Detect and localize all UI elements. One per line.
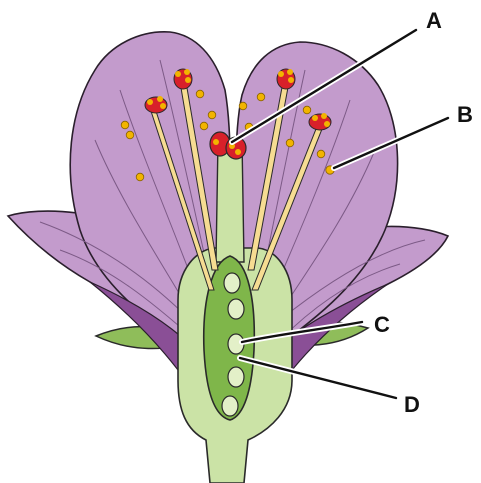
ovule xyxy=(228,299,244,319)
ovule xyxy=(228,367,244,387)
ovule xyxy=(222,396,238,416)
label-a: A xyxy=(426,8,442,33)
anther xyxy=(277,69,295,89)
label-d: D xyxy=(404,392,420,417)
label-c: C xyxy=(374,312,390,337)
ovule xyxy=(224,273,240,293)
label-b: B xyxy=(457,102,473,127)
anther xyxy=(174,69,192,89)
